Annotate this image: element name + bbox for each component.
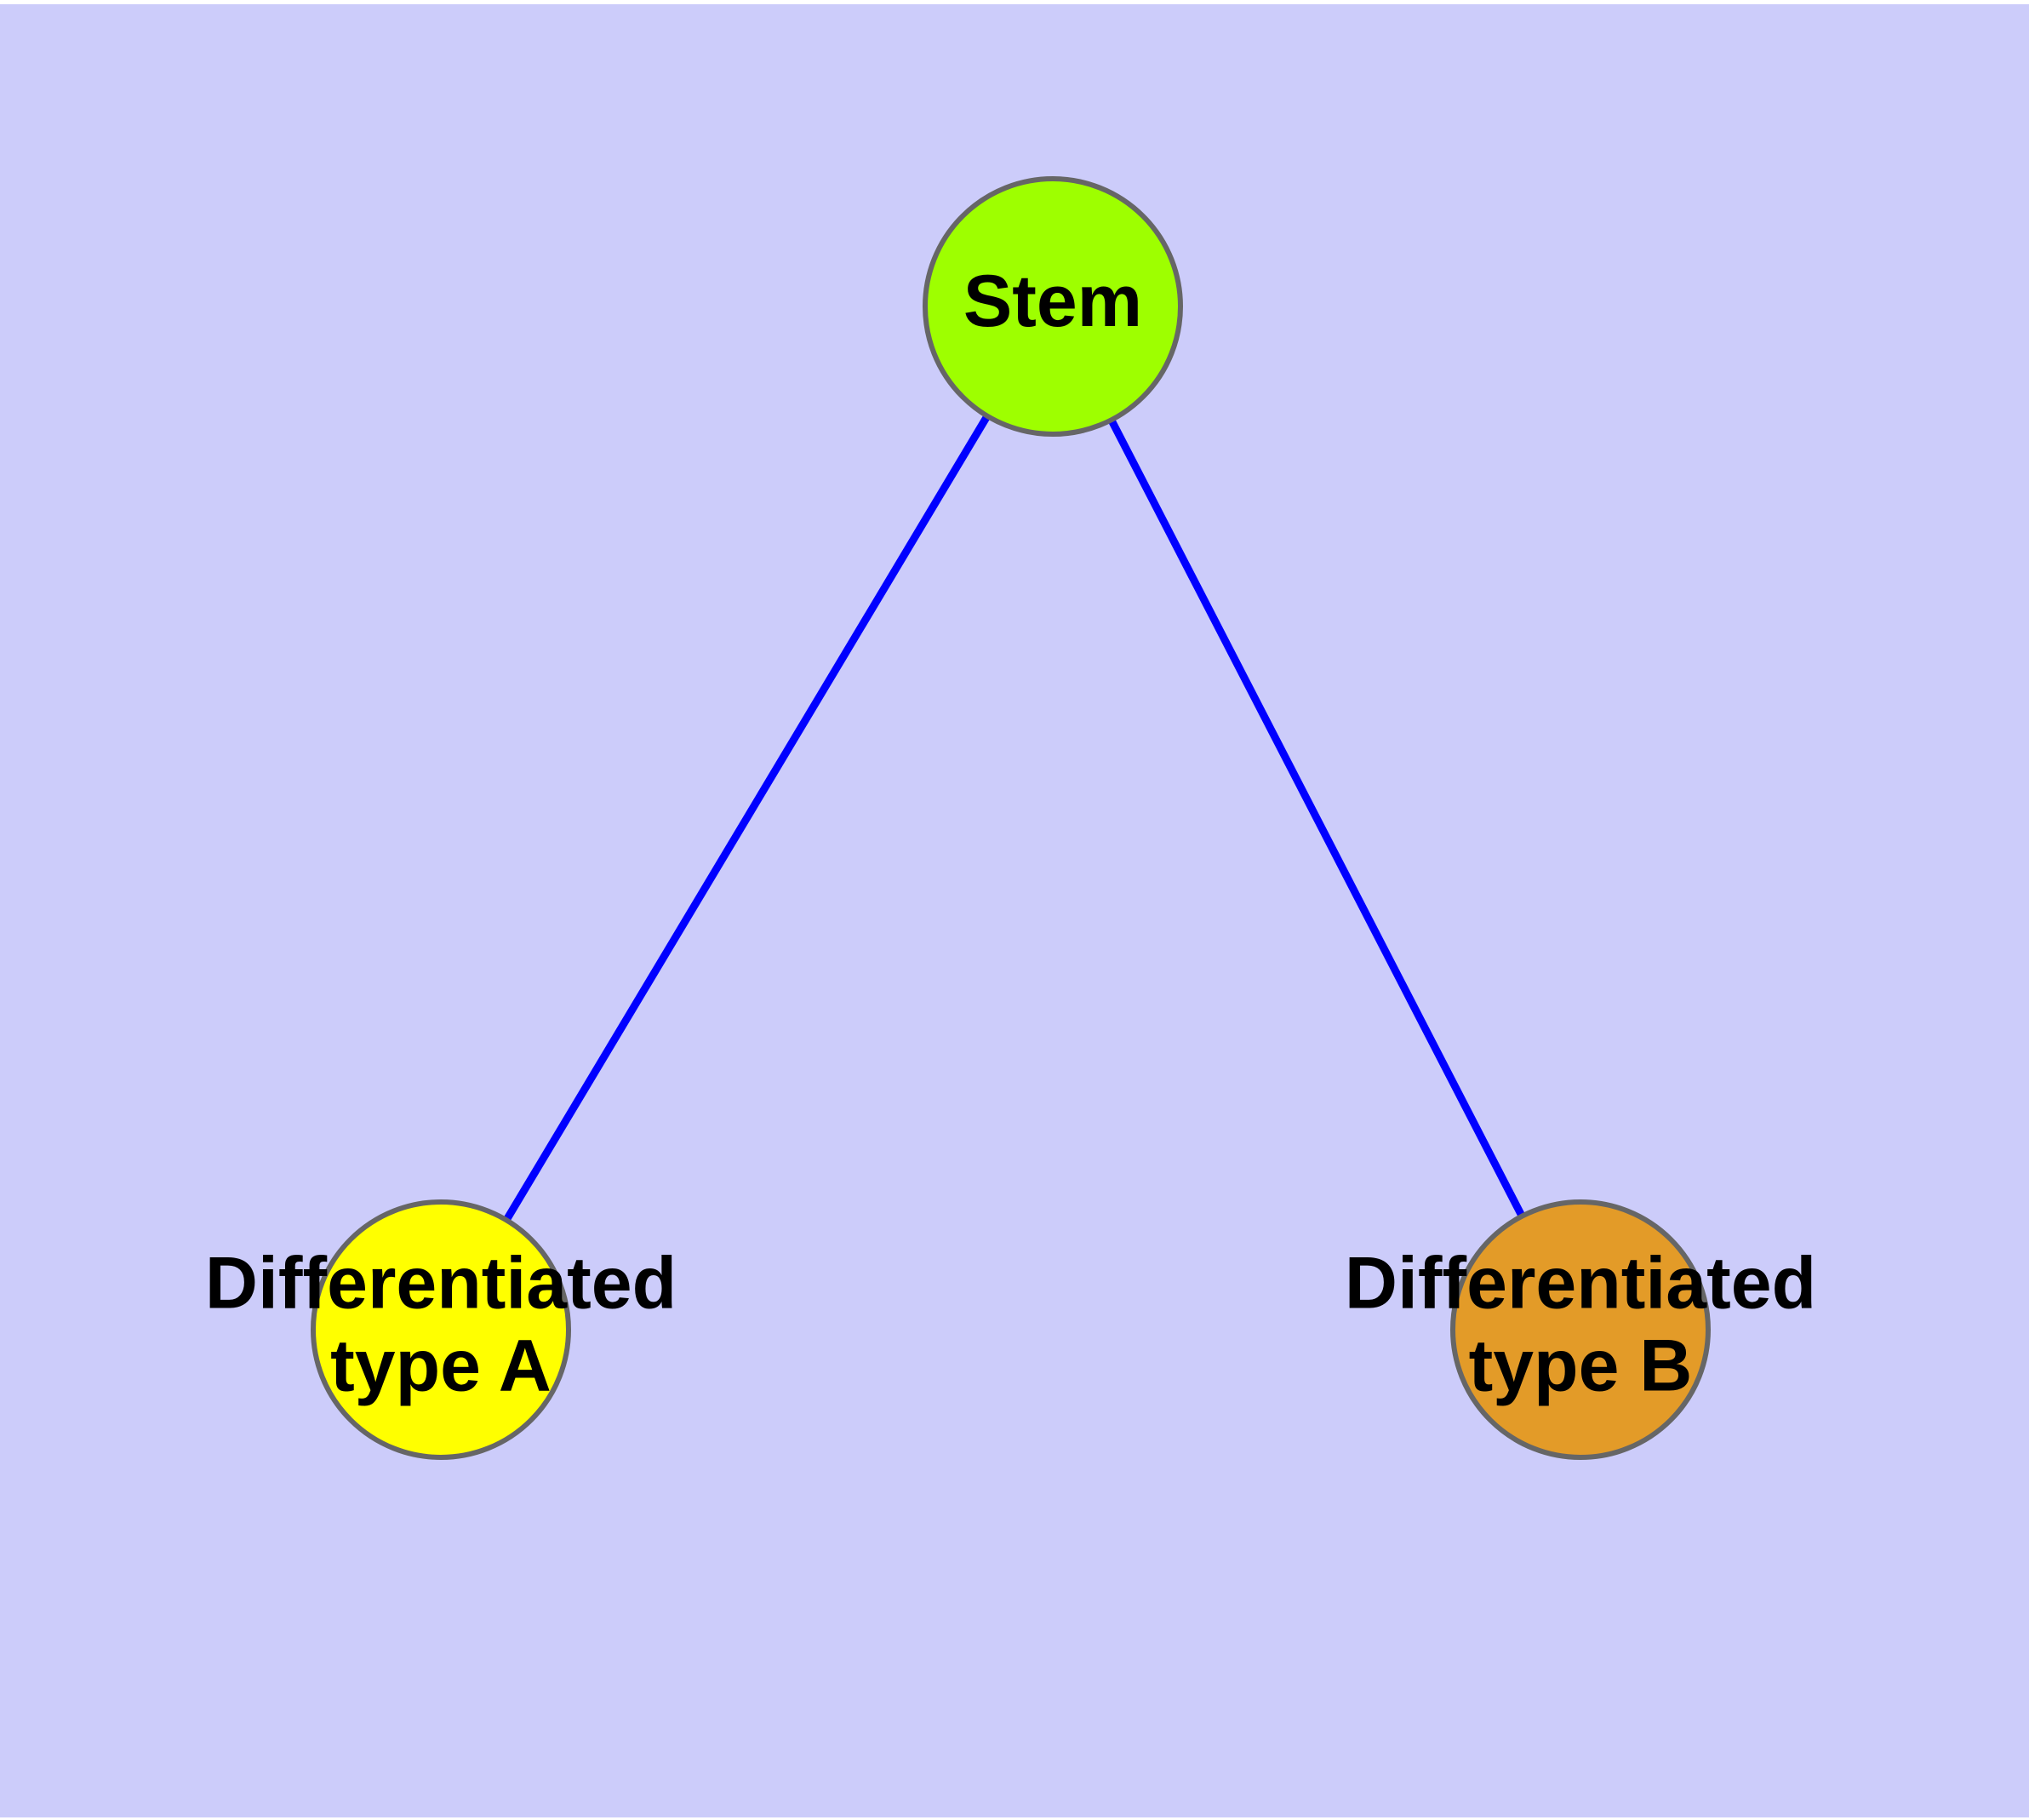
node-differentiated-type-b[interactable] <box>1450 1199 1711 1460</box>
edge-stem-to-differentiated-type-a[interactable] <box>437 304 1056 1332</box>
node-label-stem: Stem <box>963 260 1142 342</box>
edge-layer <box>437 304 1584 1332</box>
node-stem-circle[interactable] <box>923 176 1183 437</box>
node-differentiated-type-a-circle[interactable] <box>311 1199 571 1460</box>
edge-stem-to-differentiated-type-b[interactable] <box>1049 304 1584 1332</box>
node-layer <box>311 176 1711 1460</box>
node-stem[interactable] <box>923 176 1183 437</box>
node-differentiated-type-a[interactable] <box>311 1199 571 1460</box>
node-differentiated-type-b-circle[interactable] <box>1450 1199 1711 1460</box>
